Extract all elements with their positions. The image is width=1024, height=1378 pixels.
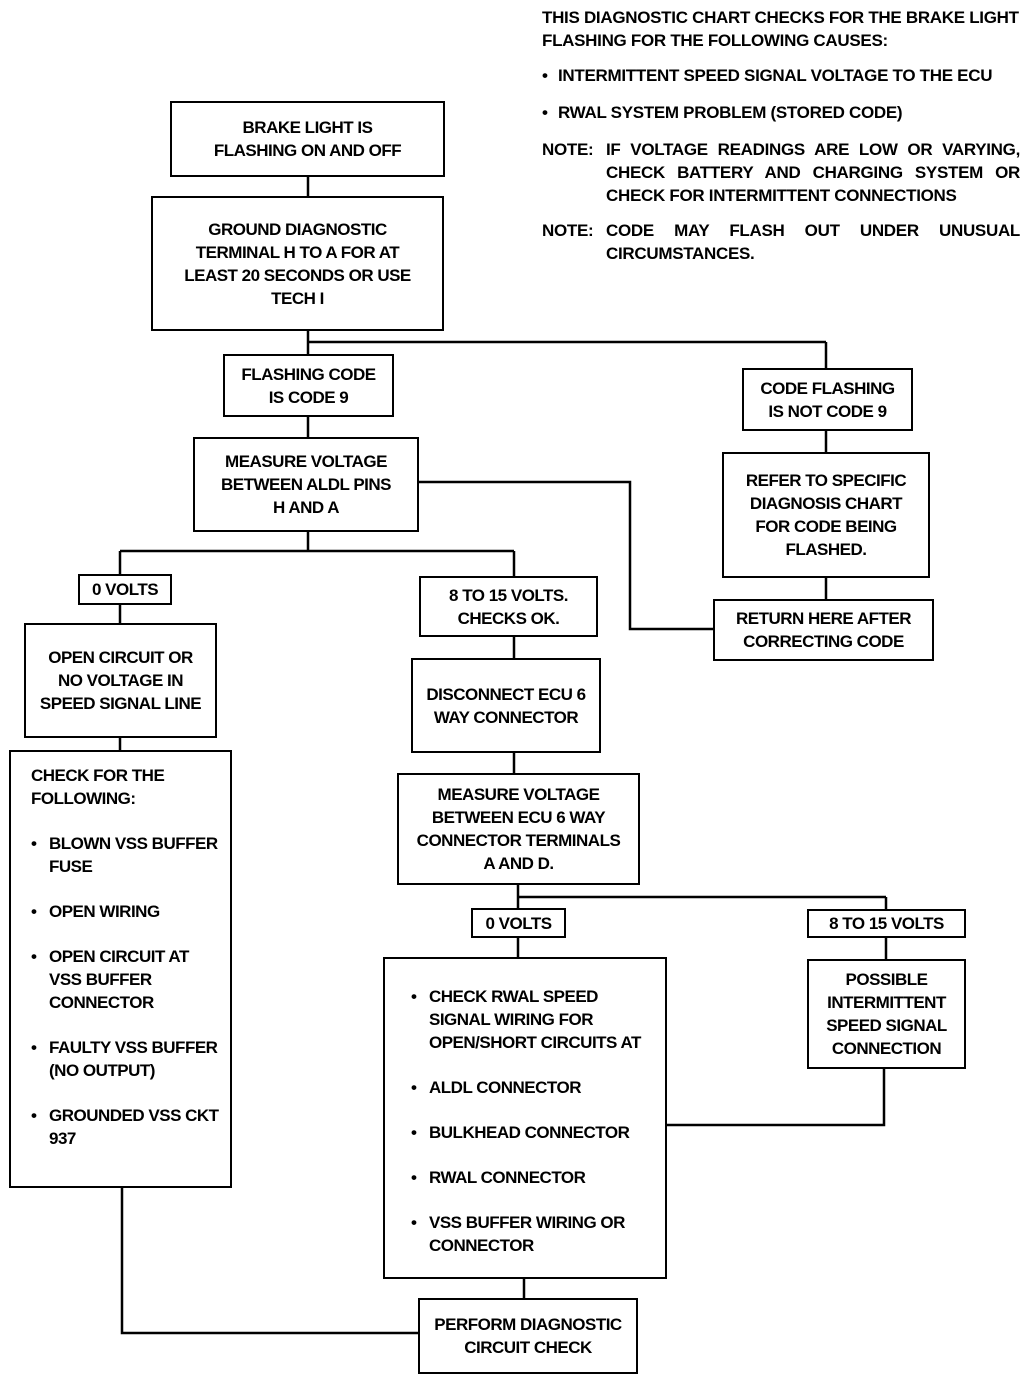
box-zero-volts-ecu: 0 VOLTS: [471, 908, 566, 938]
box-line: MEASURE VOLTAGE: [437, 785, 600, 804]
box-ground-diagnostic-terminal: GROUND DIAGNOSTIC TERMINAL H TO A FOR AT…: [151, 196, 444, 331]
box-line: CONNECTOR TERMINALS: [416, 831, 621, 850]
list-item: BLOWN VSS BUFFER FUSE: [31, 832, 220, 878]
list-item: CHECK RWAL SPEED SIGNAL WIRING FOR OPEN/…: [411, 985, 655, 1054]
box-disconnect-ecu: DISCONNECT ECU 6 WAY CONNECTOR: [411, 658, 601, 753]
box-line: MEASURE VOLTAGE: [225, 452, 387, 471]
box-check-for-following: CHECK FOR THE FOLLOWING: BLOWN VSS BUFFE…: [9, 750, 232, 1188]
box-checks-ok: 8 TO 15 VOLTS. CHECKS OK.: [419, 576, 598, 637]
note-label: NOTE:: [542, 221, 594, 240]
box-line: 8 TO 15 VOLTS: [829, 914, 944, 933]
box-line: CODE FLASHING: [760, 378, 895, 398]
box-line: 0 VOLTS: [91, 580, 159, 599]
box-line: 8 TO 15 VOLTS.: [449, 585, 568, 605]
box-line: 0 VOLTS: [485, 913, 552, 933]
box-check-rwal-wiring: CHECK RWAL SPEED SIGNAL WIRING FOR OPEN/…: [383, 957, 667, 1279]
box-brake-light-flashing: BRAKE LIGHT IS FLASHING ON AND OFF: [170, 101, 445, 177]
box-line: WAY CONNECTOR: [433, 707, 579, 727]
box-line: TERMINAL H TO A FOR AT: [195, 242, 400, 262]
list-item: BULKHEAD CONNECTOR: [411, 1121, 655, 1144]
box-line: IS CODE 9: [268, 387, 349, 407]
box-line: LEAST 20 SECONDS OR USE: [184, 265, 411, 285]
notes-intro: THIS DIAGNOSTIC CHART CHECKS FOR THE BRA…: [542, 8, 1019, 50]
box-line: CHECKS OK.: [457, 608, 560, 628]
box-zero-volts: 0 VOLTS: [78, 574, 172, 605]
box-possible-intermittent: POSSIBLE INTERMITTENT SPEED SIGNAL CONNE…: [807, 959, 966, 1069]
box-line: DISCONNECT ECU 6: [426, 684, 586, 704]
checklist-heading: CHECK FOR THE FOLLOWING:: [31, 766, 165, 808]
box-line: BRAKE LIGHT IS: [242, 118, 373, 137]
box-line: REFER TO SPECIFIC: [745, 471, 907, 490]
note-text: CODE MAY FLASH OUT UNDER UNUSUAL CIRCUMS…: [606, 221, 1020, 263]
list-item: RWAL CONNECTOR: [411, 1166, 655, 1189]
box-8-to-15-volts: 8 TO 15 VOLTS: [807, 909, 966, 938]
box-line: BETWEEN ALDL PINS: [220, 475, 392, 494]
box-line: NO VOLTAGE IN: [57, 671, 184, 690]
box-line: CORRECTING CODE: [743, 632, 904, 651]
list-item: VSS BUFFER WIRING OR CONNECTOR: [411, 1211, 655, 1257]
list-item: OPEN WIRING: [31, 900, 220, 923]
box-line: SPEED SIGNAL LINE: [39, 694, 202, 713]
box-line: H AND A: [272, 498, 340, 517]
box-line: INTERMITTENT: [827, 993, 946, 1012]
list-item: ALDL CONNECTOR: [411, 1076, 655, 1099]
list-item: FAULTY VSS BUFFER (NO OUTPUT): [31, 1036, 220, 1082]
box-measure-voltage-ecu: MEASURE VOLTAGE BETWEEN ECU 6 WAY CONNEC…: [397, 773, 640, 885]
box-line: OPEN CIRCUIT OR: [48, 648, 193, 667]
list-item: GROUNDED VSS CKT 937: [31, 1104, 220, 1150]
box-measure-voltage-aldl: MEASURE VOLTAGE BETWEEN ALDL PINS H AND …: [193, 437, 419, 532]
box-line: FOR CODE BEING: [755, 517, 897, 536]
checklist: BLOWN VSS BUFFER FUSE OPEN WIRING OPEN C…: [31, 832, 220, 1150]
box-refer-diagnosis-chart: REFER TO SPECIFIC DIAGNOSIS CHART FOR CO…: [722, 452, 930, 578]
chart-notes: THIS DIAGNOSTIC CHART CHECKS FOR THE BRA…: [542, 6, 1020, 277]
note-1: NOTE: IF VOLTAGE READINGS ARE LOW OR VAR…: [542, 138, 1020, 207]
note-2: NOTE: CODE MAY FLASH OUT UNDER UNUSUAL C…: [542, 219, 1020, 265]
box-flashing-code-9: FLASHING CODE IS CODE 9: [223, 354, 394, 417]
box-line: BETWEEN ECU 6 WAY: [431, 808, 606, 827]
box-perform-diagnostic-check: PERFORM DIAGNOSTIC CIRCUIT CHECK: [418, 1298, 638, 1374]
box-line: CONNECTION: [831, 1039, 942, 1058]
list-item: OPEN CIRCUIT AT VSS BUFFER CONNECTOR: [31, 945, 220, 1014]
note-label: NOTE:: [542, 140, 594, 159]
box-line: FLASHING ON AND OFF: [213, 141, 402, 160]
note-text: IF VOLTAGE READINGS ARE LOW OR VARYING, …: [606, 140, 1020, 205]
box-line: TECH I: [271, 288, 324, 308]
box-line: RETURN HERE AFTER: [735, 609, 912, 628]
box-line: DIAGNOSIS CHART: [749, 494, 903, 513]
box-line: FLASHED.: [785, 540, 867, 559]
box-line: A AND D.: [483, 854, 554, 873]
box-return-here: RETURN HERE AFTER CORRECTING CODE: [713, 599, 934, 661]
box-line: CIRCUIT CHECK: [464, 1338, 592, 1357]
box-line: PERFORM DIAGNOSTIC: [434, 1315, 622, 1334]
cause-item: INTERMITTENT SPEED SIGNAL VOLTAGE TO THE…: [542, 64, 1020, 87]
box-line: FLASHING CODE: [241, 364, 376, 384]
box-line: GROUND DIAGNOSTIC: [208, 219, 387, 239]
cause-item: RWAL SYSTEM PROBLEM (STORED CODE): [542, 101, 1020, 124]
box-not-code-9: CODE FLASHING IS NOT CODE 9: [742, 368, 913, 431]
box-line: POSSIBLE: [845, 970, 928, 989]
box-open-circuit-no-voltage: OPEN CIRCUIT OR NO VOLTAGE IN SPEED SIGN…: [24, 623, 217, 738]
box-line: IS NOT CODE 9: [768, 401, 887, 421]
box-line: SPEED SIGNAL: [826, 1016, 947, 1035]
checklist: CHECK RWAL SPEED SIGNAL WIRING FOR OPEN/…: [411, 985, 655, 1257]
